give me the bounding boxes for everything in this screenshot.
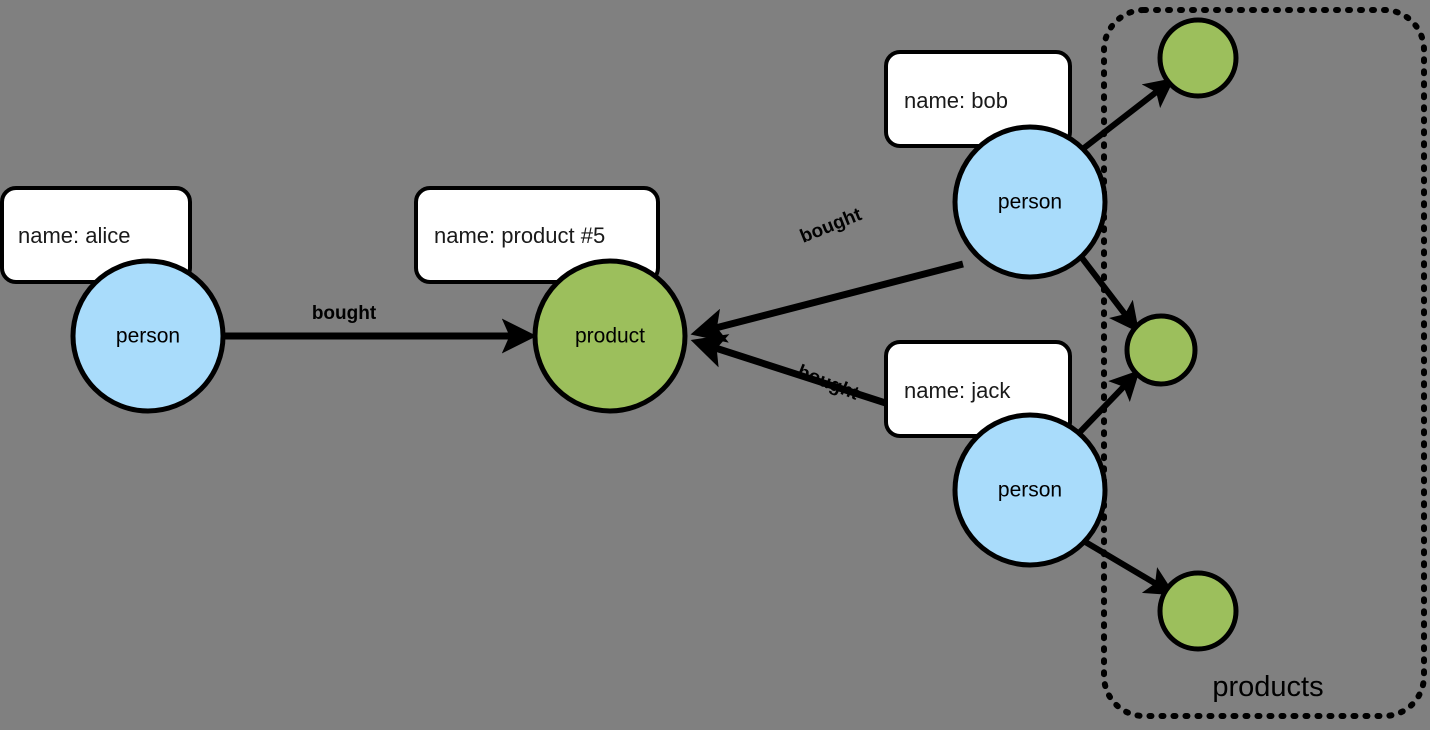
edge-bob-to-product-top bbox=[1082, 77, 1175, 151]
edge-label-alice-bought: bought bbox=[312, 303, 377, 324]
node-product-product5[interactable]: product bbox=[532, 258, 688, 414]
node-product-top[interactable] bbox=[1157, 17, 1239, 99]
node-product-mid[interactable] bbox=[1124, 313, 1198, 387]
products-group-container: products bbox=[1101, 7, 1427, 719]
property-box-text: name: product #5 bbox=[434, 223, 605, 248]
person-node-circle[interactable] bbox=[952, 124, 1108, 280]
edge-jack-to-product-bottom bbox=[1080, 537, 1176, 596]
property-box-text: name: jack bbox=[904, 378, 1011, 403]
product-node-circle[interactable] bbox=[532, 258, 688, 414]
property-box-text: name: bob bbox=[904, 88, 1008, 113]
property-box-product5: name: product #5 bbox=[414, 186, 660, 284]
edge-label-jack-bought: bought bbox=[794, 361, 862, 405]
edge-label-bob-bought: bought bbox=[797, 204, 865, 248]
node-label: person bbox=[998, 479, 1062, 502]
product-node-circle[interactable] bbox=[1124, 313, 1198, 387]
edge-jack-to-product-mid bbox=[1077, 369, 1140, 435]
products-group-border bbox=[1101, 7, 1427, 719]
node-label: product bbox=[575, 325, 645, 348]
property-box-shape bbox=[414, 186, 660, 284]
product-node-circle[interactable] bbox=[1157, 570, 1239, 652]
person-node-circle[interactable] bbox=[70, 258, 226, 414]
node-label: person bbox=[998, 191, 1062, 214]
product-node-circle[interactable] bbox=[1157, 17, 1239, 99]
property-box-bob: name: bob bbox=[884, 50, 1072, 148]
edge-bob-bought-product bbox=[690, 260, 964, 343]
person-node-circle[interactable] bbox=[952, 412, 1108, 568]
property-box-jack: name: jack bbox=[884, 340, 1072, 438]
node-person-bob[interactable]: person bbox=[952, 124, 1108, 280]
edge-bob-to-product-mid bbox=[1079, 256, 1140, 333]
property-box-text: name: alice bbox=[18, 223, 131, 248]
node-person-alice[interactable]: person bbox=[70, 258, 226, 414]
products-group-label: products bbox=[1212, 671, 1323, 703]
node-label: person bbox=[116, 325, 180, 348]
node-product-bottom[interactable] bbox=[1157, 570, 1239, 652]
node-person-jack[interactable]: person bbox=[952, 412, 1108, 568]
